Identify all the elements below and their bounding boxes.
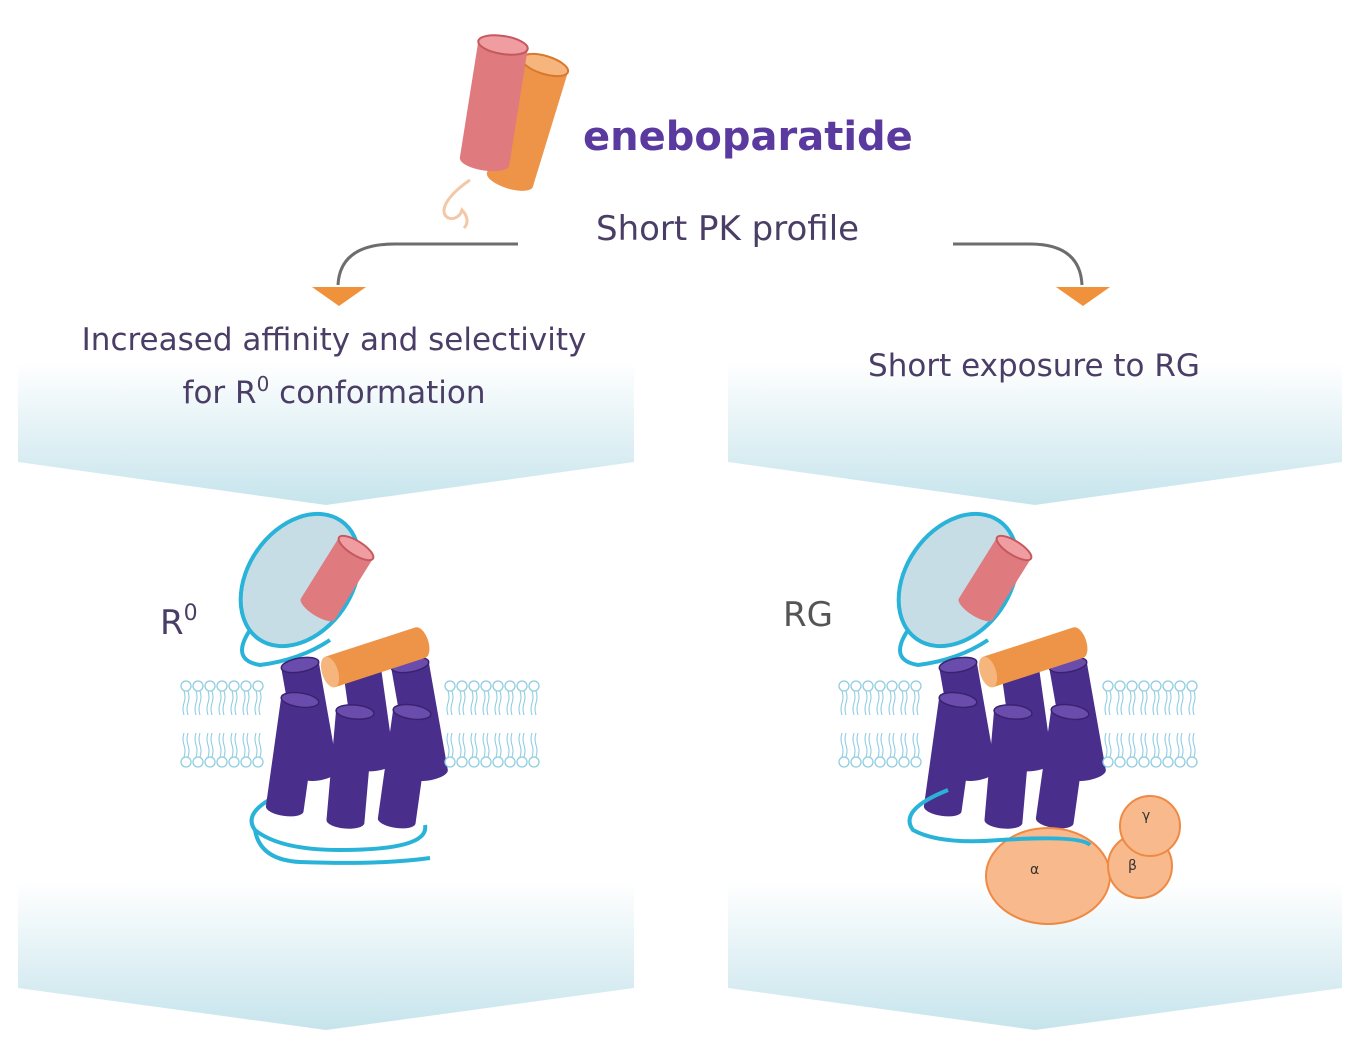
lipid-top xyxy=(1103,681,1113,715)
lipid-bottom xyxy=(457,733,467,767)
lipid-top xyxy=(481,681,491,715)
lipid-top xyxy=(1151,681,1161,715)
lipid-bottom xyxy=(517,733,527,767)
lipid-bottom xyxy=(205,733,215,767)
lipid-top xyxy=(1115,681,1125,715)
lipid-bottom xyxy=(1103,733,1113,767)
lipid-bottom xyxy=(445,733,455,767)
left-caption-line1: Increased affinity and selectivity xyxy=(82,322,587,358)
lipid-top xyxy=(241,681,251,715)
right-caption: Short exposure to RG xyxy=(868,348,1200,384)
lipid-top xyxy=(217,681,227,715)
lipid-top xyxy=(851,681,861,715)
lipid-bottom xyxy=(469,733,479,767)
lipid-bottom xyxy=(911,733,921,767)
lipid-bottom xyxy=(899,733,909,767)
lipid-bottom xyxy=(839,733,849,767)
lipid-top xyxy=(887,681,897,715)
lipid-bottom xyxy=(181,733,191,767)
lipid-bottom xyxy=(887,733,897,767)
g-alpha-label: α xyxy=(1030,862,1039,878)
lipid-bottom xyxy=(229,733,239,767)
lipid-bottom xyxy=(1115,733,1125,767)
lipid-top xyxy=(899,681,909,715)
lipid-top xyxy=(911,681,921,715)
drug-name: eneboparatide xyxy=(583,114,913,160)
lipid-top xyxy=(505,681,515,715)
lipid-bottom xyxy=(863,733,873,767)
right-branch-arrow xyxy=(953,244,1110,306)
lipid-top xyxy=(1139,681,1149,715)
lipid-top xyxy=(529,681,539,715)
lipid-bottom xyxy=(1139,733,1149,767)
left-bottom-band xyxy=(18,882,634,1030)
lipid-bottom xyxy=(851,733,861,767)
left-caption-line2: for R0 conformation xyxy=(183,372,486,411)
lipid-top xyxy=(493,681,503,715)
lipid-bottom xyxy=(481,733,491,767)
lipid-bottom xyxy=(217,733,227,767)
lipid-top xyxy=(1187,681,1197,715)
lipid-bottom xyxy=(253,733,263,767)
lipid-top xyxy=(445,681,455,715)
lipid-bottom xyxy=(1127,733,1137,767)
lipid-bottom xyxy=(1163,733,1173,767)
lipid-top xyxy=(1163,681,1173,715)
left-branch-arrow xyxy=(312,244,518,306)
left-panel: Increased affinity and selectivity for R… xyxy=(18,322,634,1030)
lipid-bottom xyxy=(193,733,203,767)
lipid-top xyxy=(205,681,215,715)
lipid-top xyxy=(457,681,467,715)
lipid-top xyxy=(517,681,527,715)
r0-state-label: R0 xyxy=(160,601,198,643)
lipid-bottom xyxy=(505,733,515,767)
lipid-top xyxy=(253,681,263,715)
lipid-top xyxy=(875,681,885,715)
lipid-bottom xyxy=(875,733,885,767)
pk-profile-label: Short PK profile xyxy=(596,209,859,249)
lipid-bottom xyxy=(1175,733,1185,767)
rg-state-label: RG xyxy=(783,595,833,635)
g-gamma-label: γ xyxy=(1142,808,1150,824)
lipid-bottom xyxy=(1187,733,1197,767)
lipid-top xyxy=(469,681,479,715)
lipid-top xyxy=(181,681,191,715)
receptor-tm-bundle xyxy=(265,625,449,831)
lipid-top xyxy=(1175,681,1185,715)
right-panel: Short exposure to RG RG xyxy=(728,348,1342,1030)
lipid-top xyxy=(839,681,849,715)
lipid-bottom xyxy=(493,733,503,767)
g-beta-label: β xyxy=(1128,858,1137,874)
receptor-tm-bundle xyxy=(923,625,1107,831)
peptide-icon xyxy=(444,32,571,228)
lipid-top xyxy=(229,681,239,715)
lipid-bottom xyxy=(529,733,539,767)
lipid-top xyxy=(863,681,873,715)
lipid-top xyxy=(193,681,203,715)
lipid-bottom xyxy=(1151,733,1161,767)
lipid-top xyxy=(1127,681,1137,715)
lipid-bottom xyxy=(241,733,251,767)
